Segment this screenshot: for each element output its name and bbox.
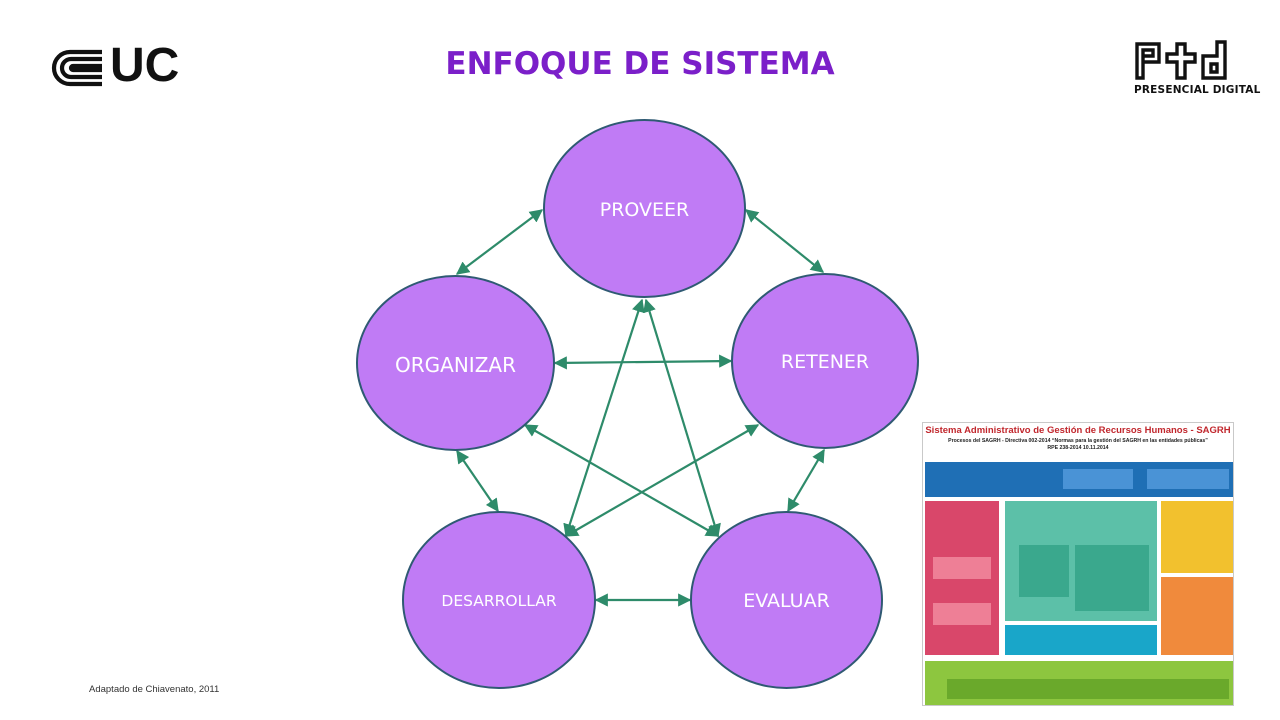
uc-logo: UC [46,39,188,92]
sagrh-block-ss2-item1 [933,557,991,579]
sagrh-block-ss5 [1161,501,1233,573]
node-evaluar-label: EVALUAR [743,590,830,612]
uc-logo-icon [51,49,102,87]
node-evaluar: EVALUAR [690,511,883,689]
node-proveer: PROVEER [543,119,746,298]
edge-organizar-retener [553,354,733,370]
sagrh-block-ss1-item1 [1063,469,1133,489]
node-organizar-label: ORGANIZAR [395,353,516,377]
sagrh-figure-subtitle: Procesos del SAGRH - Directiva 002-2014 … [923,438,1233,452]
node-organizar: ORGANIZAR [356,275,555,451]
sagrh-block-ss1-item2 [1147,469,1229,489]
node-retener: RETENER [731,273,919,449]
edge-proveer-desarrollar [563,298,645,538]
page-title: ENFOQUE DE SISTEMA [445,46,835,82]
ptd-logo [1133,40,1235,98]
edge-organizar-desarrollar [456,449,499,513]
edge-retener-desarrollar [564,424,760,537]
sagrh-block-ss6 [1161,577,1233,655]
sagrh-figure-subtitle-line2: RPE 238-2014 10.11.2014 [1047,445,1109,451]
sagrh-figure-title: Sistema Administrativo de Gestión de Rec… [925,425,1231,436]
sagrh-block-ss4 [1005,625,1157,655]
node-desarrollar: DESARROLLAR [402,511,596,689]
ptd-logo-caption: PRESENCIAL DIGITAL [1134,84,1261,96]
edge-retener-evaluar [787,448,825,513]
node-desarrollar-label: DESARROLLAR [441,592,557,610]
sagrh-block-ss3-col1 [1019,545,1069,597]
ptd-logo-icon [1135,40,1227,80]
sagrh-figure: Sistema Administrativo de Gestión de Rec… [922,422,1234,706]
sagrh-figure-subtitle-line1: Procesos del SAGRH - Directiva 002-2014 … [948,438,1208,444]
edge-proveer-retener [744,209,825,273]
node-retener-label: RETENER [780,351,870,373]
sagrh-block-ss2-item2 [933,603,991,625]
uc-logo-text: UC [110,39,180,92]
sagrh-block-ss3-col2 [1075,545,1149,611]
sagrh-block-ss7-items [947,679,1229,699]
source-note: Adaptado de Chiavenato, 2011 [89,684,220,695]
node-proveer-label: PROVEER [599,199,690,221]
edge-proveer-organizar [455,209,544,275]
